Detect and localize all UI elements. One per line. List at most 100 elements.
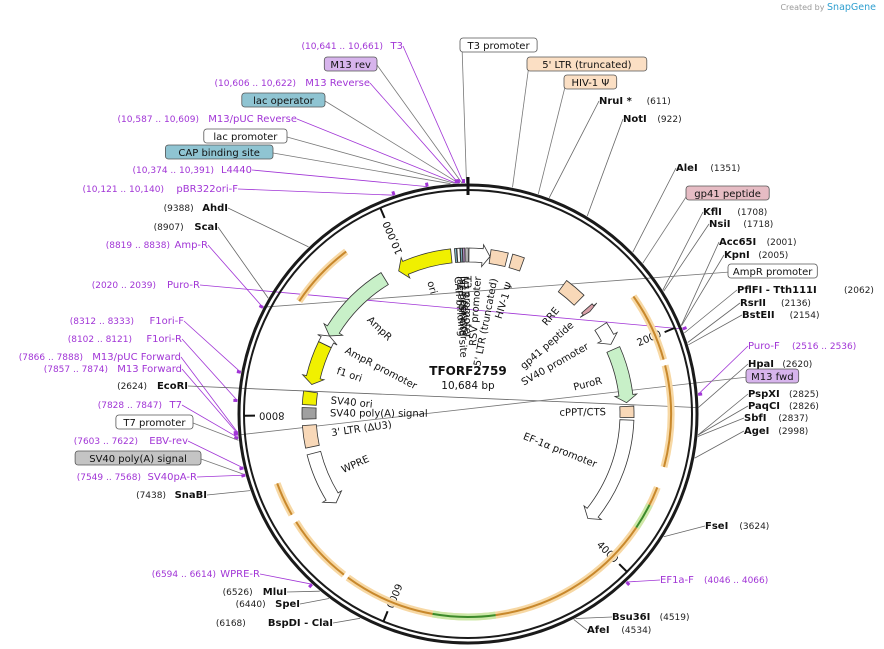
feature-3-ltr-u3[interactable] <box>301 424 320 449</box>
label-lac-operator[interactable]: lac operator <box>241 92 326 108</box>
feature-label: SV40 poly(A) signal <box>330 408 428 419</box>
label-m13-puc-forward[interactable]: M13/pUC Forward(7866 .. 7888) <box>19 352 181 363</box>
enzyme-position: (3624) <box>739 522 769 532</box>
label-ebv-rev[interactable]: EBV-rev(7603 .. 7622) <box>74 436 188 447</box>
label-fsei[interactable]: FseI(3624) <box>705 521 769 532</box>
enzyme-name: SbfI <box>744 413 766 424</box>
feature-wpre[interactable] <box>306 450 343 504</box>
feature-cppt-cts[interactable] <box>619 405 635 419</box>
label-f1ori-r[interactable]: F1ori-R(8102 .. 8121) <box>68 334 182 345</box>
label-leader <box>680 241 720 326</box>
label-kfli[interactable]: KflI(1708) <box>703 207 767 218</box>
feature-ef-1-promoter[interactable] <box>583 419 635 521</box>
label-m13-forward[interactable]: M13 Forward(7857 .. 7874) <box>44 364 182 375</box>
primer-site-mark <box>308 583 313 589</box>
feature-lac-promoter[interactable] <box>456 247 461 263</box>
label-t7-promoter[interactable]: T7 promoter <box>115 414 194 430</box>
label-snabi[interactable]: SnaBI(7438) <box>136 490 207 501</box>
feature-m13-rev[interactable] <box>462 247 466 263</box>
label-m13-puc-reverse[interactable]: M13/pUC Reverse(10,587 .. 10,609) <box>118 114 297 125</box>
label-wpre-r[interactable]: WPRE-R(6594 .. 6614) <box>152 569 260 580</box>
label-mlui[interactable]: MluI(6526) <box>223 587 287 598</box>
feature-sv40-ori[interactable] <box>301 390 318 406</box>
label-rsrii[interactable]: RsrII(2136) <box>740 298 811 309</box>
label-cap-binding-site[interactable]: CAP binding site <box>164 144 274 160</box>
label-bsteii[interactable]: BstEII(2154) <box>742 310 820 321</box>
label-nsii[interactable]: NsiI(1718) <box>709 219 773 230</box>
label-afei[interactable]: AfeI(4534) <box>587 625 651 636</box>
label-l4440[interactable]: L4440(10,374 .. 10,391) <box>133 165 252 176</box>
label-scai[interactable]: ScaI(8907) <box>154 222 218 233</box>
label-pflfi-tth111i[interactable]: PflFI - Tth111I(2062) <box>737 285 874 296</box>
feature-label-box <box>459 37 538 53</box>
label-ampr-promoter[interactable]: AmpR promoter <box>727 263 818 279</box>
label-bsu36i[interactable]: Bsu36I(4519) <box>612 612 690 623</box>
label-noti[interactable]: NotI(922) <box>623 114 682 125</box>
feature-gp41-peptide[interactable] <box>579 302 598 318</box>
feature-5-ltr-truncated[interactable] <box>488 249 509 268</box>
label-leader <box>694 430 745 459</box>
label-spei[interactable]: SpeI(6440) <box>236 599 300 610</box>
label-m13-rev[interactable]: M13 rev <box>323 56 378 72</box>
label-gp41-peptide[interactable]: gp41 peptide <box>685 185 770 201</box>
label-amp-r[interactable]: Amp-R(8819 .. 8838) <box>106 240 208 251</box>
primer-name: M13/pUC Reverse <box>208 114 297 125</box>
label-bspdi-clai[interactable]: BspDI - ClaI(6168) <box>216 618 333 629</box>
feature-label-box <box>74 450 202 466</box>
feature-lac-operator[interactable] <box>459 247 464 263</box>
primer-site-mark <box>236 370 242 374</box>
orf-arc-core <box>276 483 293 516</box>
label-kpni[interactable]: KpnI(2005) <box>724 250 788 261</box>
primer-name: F1ori-R <box>146 334 182 345</box>
feature-puror[interactable] <box>606 346 639 404</box>
label-sbfi[interactable]: SbfI(2837) <box>744 413 808 424</box>
feature-label: EF-1α promoter <box>521 431 599 470</box>
label-ef1a-f[interactable]: EF1a-F(4046 .. 4066) <box>660 575 768 586</box>
label-ahdi[interactable]: AhdI(9388) <box>164 203 228 214</box>
label-leader <box>207 244 264 308</box>
label-pspxi[interactable]: PspXI(2825) <box>748 389 819 400</box>
label-t3-promoter[interactable]: T3 promoter <box>459 37 538 53</box>
primer-range: (7549 .. 7568) <box>77 473 141 483</box>
label-t3[interactable]: T3(10,641 .. 10,661) <box>302 41 403 52</box>
label-sv40pa-r[interactable]: SV40pA-R(7549 .. 7568) <box>77 472 197 483</box>
tick-mark <box>618 563 628 573</box>
feature-sv40-poly-a-signal[interactable] <box>301 407 317 420</box>
label-paqci[interactable]: PaqCI(2826) <box>748 401 819 412</box>
label-ecori[interactable]: EcoRI(2624) <box>117 381 188 392</box>
label-agei[interactable]: AgeI(2998) <box>744 426 808 437</box>
feature-ampr-promoter[interactable] <box>317 334 338 349</box>
enzyme-name: EcoRI <box>157 381 188 392</box>
label-lac-promoter[interactable]: lac promoter <box>203 128 288 144</box>
label-m13-reverse[interactable]: M13 Reverse(10,606 .. 10,622) <box>215 78 370 89</box>
label-alei[interactable]: AleI(1351) <box>676 163 740 174</box>
label-leader <box>272 152 451 185</box>
label-hpai[interactable]: HpaI(2620) <box>748 359 812 370</box>
feature-rsv-promoter[interactable] <box>468 243 491 268</box>
enzyme-name: PspXI <box>748 389 780 400</box>
label-pbr322ori-f[interactable]: pBR322ori-F(10,121 .. 10,140) <box>83 184 239 195</box>
feature-cap-binding-site[interactable] <box>453 247 458 263</box>
label-leader <box>217 226 269 299</box>
label-acc65i[interactable]: Acc65I(2001) <box>719 237 797 248</box>
label-leader <box>697 405 749 436</box>
feature-ori[interactable] <box>398 248 453 279</box>
feature-sv40-promoter[interactable] <box>594 322 619 345</box>
label-m13-fwd[interactable]: M13 fwd <box>745 368 800 384</box>
feature-rre[interactable] <box>557 279 585 306</box>
feature-t3-promoter[interactable] <box>465 247 469 263</box>
label-puro-f[interactable]: Puro-F(2516 .. 2536) <box>748 341 856 352</box>
label-f1ori-f[interactable]: F1ori-F(8312 .. 8333) <box>70 316 185 327</box>
label-puro-r[interactable]: Puro-R(2020 .. 2039) <box>92 280 200 291</box>
enzyme-position: (2826) <box>789 402 819 412</box>
label-hiv-1[interactable]: HIV-1 Ψ <box>563 74 618 90</box>
feature-label: RSV promoter <box>468 275 484 346</box>
feature-f1-ori[interactable] <box>301 341 332 386</box>
label-5-ltr-truncated[interactable]: 5' LTR (truncated) <box>526 56 648 72</box>
label-t7[interactable]: T7(7828 .. 7847) <box>98 400 182 411</box>
label-sv40-poly-a-signal[interactable]: SV40 poly(A) signal <box>74 450 202 466</box>
label-nrui[interactable]: NruI *(611) <box>599 96 671 107</box>
enzyme-name: BstEII <box>742 310 775 321</box>
feature-hiv-1[interactable] <box>508 253 525 272</box>
feature-ampr[interactable] <box>323 272 389 337</box>
